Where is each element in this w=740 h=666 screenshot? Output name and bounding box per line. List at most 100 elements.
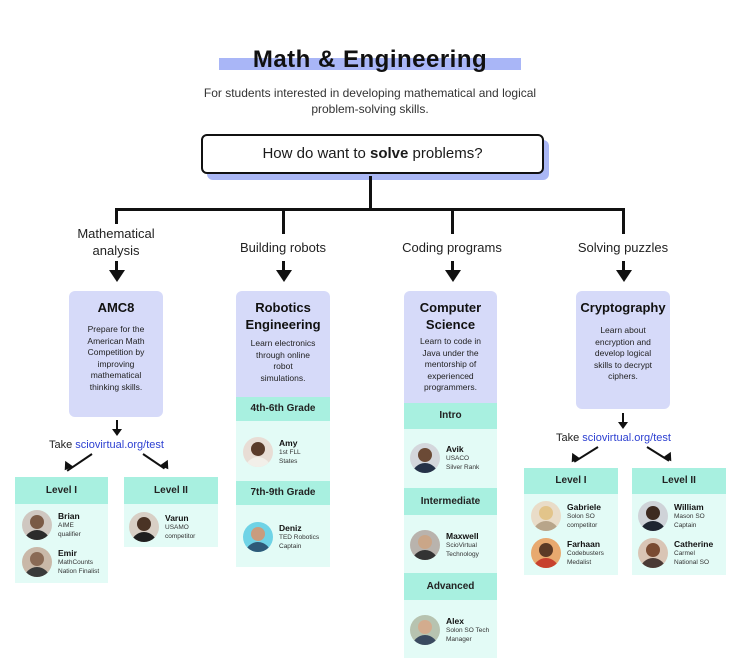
arrow-down-icon (112, 429, 122, 436)
mentor-credential: MathCounts Nation Finalist (58, 559, 100, 575)
arrow-down-icon (662, 451, 676, 465)
course-card-cs: Computer Science Learn to code in Java u… (404, 291, 497, 403)
mentor-credential: Carmel National SO (674, 550, 710, 566)
arrow-down-icon (159, 459, 173, 473)
arrow-down-icon (618, 422, 628, 429)
course-description: Learn electronics through online robot s… (250, 338, 316, 383)
avatar (129, 512, 159, 542)
mentor-name: Maxwell (446, 531, 479, 541)
mentor-credential: USACO Silver Rank (446, 455, 480, 471)
connector-horizontal (115, 208, 625, 211)
mentor-name: Brian (58, 511, 80, 521)
arrow-stem-math (115, 261, 118, 271)
mentor-credential: 1st FLL States (279, 449, 301, 465)
mentor-credential: ScioVirtual Technology (446, 542, 479, 558)
take-test-puzzles: Take sciovirtual.org/test (556, 432, 696, 444)
mentor-credential: Mason SO Captain (674, 513, 705, 529)
level-header: 7th-9th Grade (236, 481, 330, 505)
take-prefix: Take (556, 432, 583, 444)
level-header: Intro (404, 403, 497, 429)
avatar (243, 437, 273, 467)
arrow-stem-crypto-test (622, 413, 624, 423)
mentor-credential: Codebusters Medalist (567, 550, 604, 566)
connector-puzzles (622, 208, 625, 234)
branch-label-robots: Building robots (240, 240, 326, 255)
avatar (22, 510, 52, 540)
mentor-credential: Solon SO Tech Manager (446, 627, 490, 643)
level-header: Advanced (404, 573, 497, 600)
mentor-name: Deniz (279, 523, 302, 533)
course-card-cryptography: Cryptography Learn about encryption and … (576, 291, 670, 409)
course-card-amc8: AMC8 Prepare for the American Math Compe… (69, 291, 163, 417)
branch-label-puzzles: Solving puzzles (577, 240, 669, 255)
arrow-stem-coding (451, 261, 454, 271)
test-link[interactable]: sciovirtual.org/test (75, 439, 164, 451)
branch-label-coding: Coding programs (402, 240, 502, 255)
avatar (410, 443, 440, 473)
level-header: 4th-6th Grade (236, 397, 330, 421)
arrow-down-icon (276, 270, 292, 282)
page-title: Math & Engineering (252, 46, 488, 73)
mentor-name: Catherine (674, 539, 714, 549)
course-description: Prepare for the American Math Competitio… (87, 324, 145, 392)
avatar (243, 522, 273, 552)
mentor-name: Amy (279, 438, 298, 448)
mentor-credential: TED Robotics Captain (279, 534, 320, 550)
course-title: Robotics Engineering (245, 300, 321, 332)
level-header: Level II (632, 468, 726, 494)
level-header: Level II (124, 477, 218, 504)
mentor-name: William (674, 502, 704, 512)
arrow-stem-puzzles (622, 261, 625, 271)
arrow-down-icon (109, 270, 125, 282)
course-card-robotics: Robotics Engineering Learn electronics t… (236, 291, 330, 397)
mentor-name: Gabriele (567, 502, 602, 512)
mentor-name: Alex (446, 616, 464, 626)
question-text-before: How do want to (262, 145, 370, 162)
course-description: Learn to code in Java under the mentorsh… (420, 336, 481, 392)
avatar (531, 538, 561, 568)
avatar (638, 538, 668, 568)
course-title: AMC8 (97, 300, 135, 315)
mentor-credential: USAMO competitor (165, 524, 196, 540)
mentor-name: Varun (165, 513, 189, 523)
page-subtitle: For students interested in developing ma… (203, 86, 537, 116)
connector-coding (451, 208, 454, 234)
avatar (531, 501, 561, 531)
question-emphasis: solve (370, 145, 409, 162)
course-title: Computer Science (419, 300, 482, 332)
arrow-down-icon (445, 270, 461, 282)
arrow-down-icon (567, 452, 581, 466)
level-header: Intermediate (404, 488, 497, 515)
arrow-stem-amc8-test (116, 420, 118, 430)
arrow-stem-robots (282, 261, 285, 271)
connector-trunk (369, 176, 372, 210)
course-title: Cryptography (580, 300, 666, 315)
title-highlight (219, 58, 521, 70)
connector-math (115, 208, 118, 224)
avatar (410, 530, 440, 560)
avatar (638, 501, 668, 531)
test-link[interactable]: sciovirtual.org/test (582, 432, 671, 444)
take-test-math: Take sciovirtual.org/test (49, 439, 189, 451)
branch-label-math: Mathematical analysis (77, 226, 155, 258)
arrow-down-icon (616, 270, 632, 282)
mentor-name: Farhaan (567, 539, 601, 549)
avatar (410, 615, 440, 645)
level-header: Level I (524, 468, 618, 494)
connector-robots (282, 208, 285, 234)
avatar (22, 547, 52, 577)
course-description: Learn about encryption and develop logic… (593, 325, 653, 381)
mentor-name: Emir (58, 548, 77, 558)
take-prefix: Take (49, 439, 76, 451)
mentor-name: Avik (446, 444, 464, 454)
